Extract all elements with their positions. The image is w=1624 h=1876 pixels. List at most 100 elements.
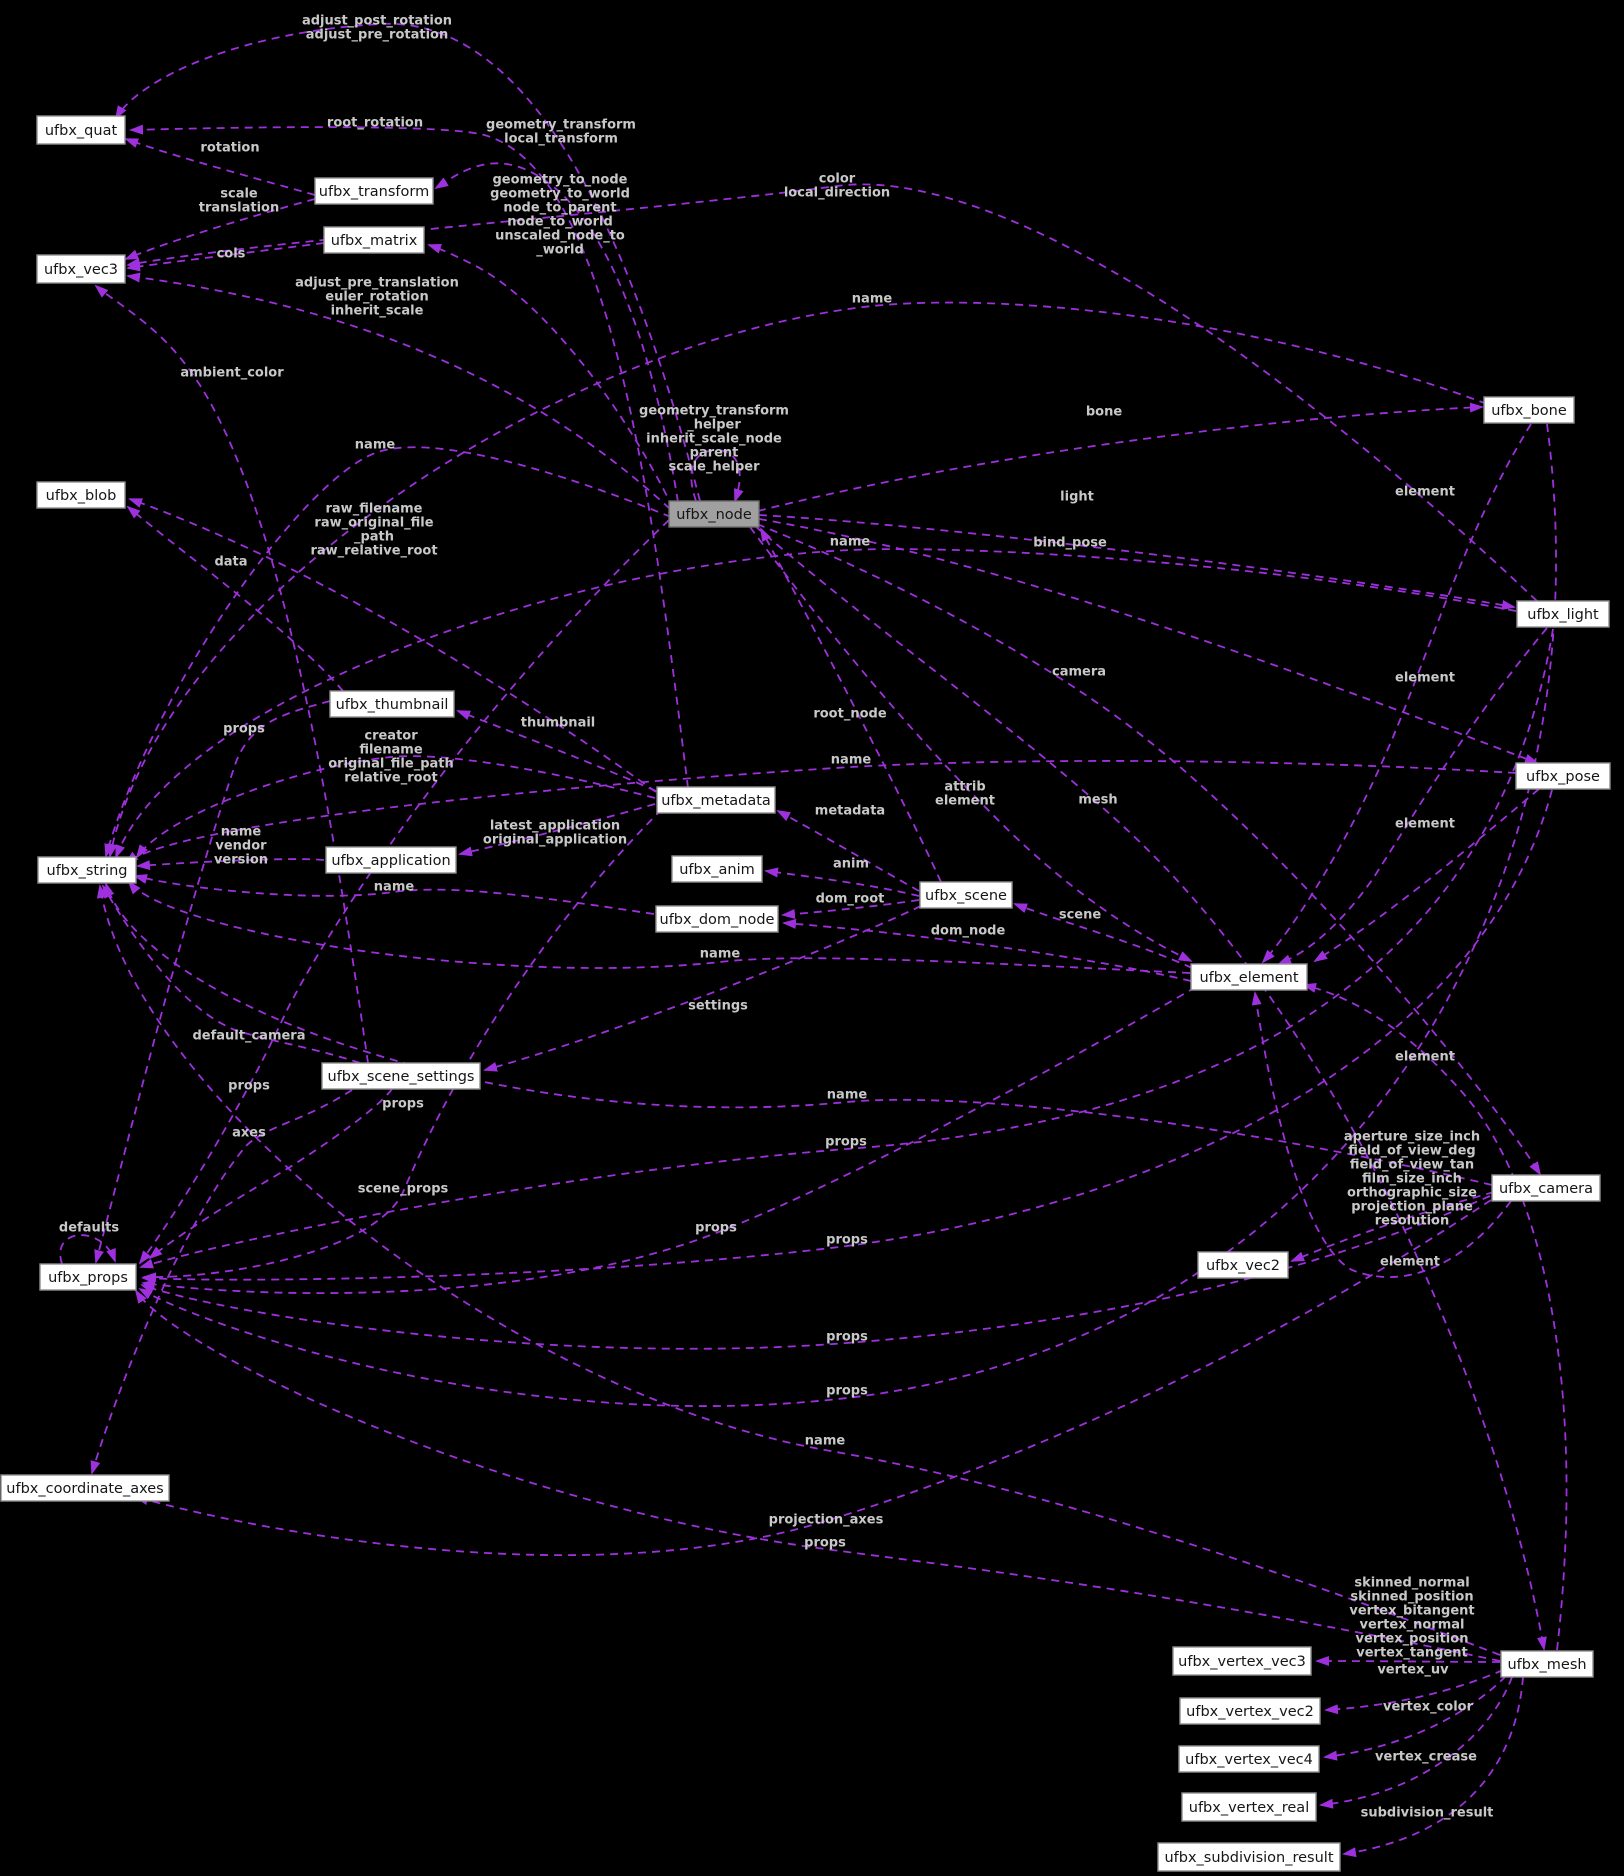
node-label-ufbx_camera: ufbx_camera <box>1499 1181 1593 1197</box>
node-label-ufbx_quat: ufbx_quat <box>45 123 118 139</box>
edge-label-name: name <box>355 438 396 453</box>
edge-ufbx_mesh-ufbx_element <box>1302 983 1568 1651</box>
node-box-ufbx_vec2 <box>1197 1251 1289 1279</box>
edge-label-name: name <box>700 947 741 962</box>
node-ufbx_metadata[interactable]: ufbx_metadata <box>656 786 776 814</box>
edge-ufbx_bone-ufbx_props <box>138 423 1557 1407</box>
edge-label-name: name <box>831 753 872 768</box>
node-ufbx_quat[interactable]: ufbx_quat <box>36 115 126 145</box>
edge-ufbx_node-ufbx_element <box>749 526 1193 962</box>
node-ufbx_application[interactable]: ufbx_application <box>325 846 457 874</box>
edge-ufbx_mesh-ufbx_string <box>96 884 1501 1656</box>
edge-label-dom_root: dom_root <box>816 892 885 907</box>
node-label-ufbx_matrix: ufbx_matrix <box>331 233 418 249</box>
node-ufbx_coordinate_axes[interactable]: ufbx_coordinate_axes <box>0 1474 170 1502</box>
node-ufbx_thumbnail[interactable]: ufbx_thumbnail <box>329 690 455 718</box>
node-ufbx_vec3[interactable]: ufbx_vec3 <box>36 254 126 284</box>
node-label-ufbx_metadata: ufbx_metadata <box>661 793 771 809</box>
node-label-ufbx_string: ufbx_string <box>47 863 128 879</box>
edge-label-props: props <box>804 1536 846 1551</box>
edge-ufbx_node-ufbx_string <box>104 446 672 858</box>
node-label-ufbx_application: ufbx_application <box>331 853 450 869</box>
node-label-ufbx_subdivision_result: ufbx_subdivision_result <box>1164 1850 1333 1866</box>
edge-ufbx_scene_settings-ufbx_props <box>148 1088 393 1260</box>
node-box-ufbx_element <box>1190 963 1308 991</box>
edge-ufbx_transform-ufbx_quat <box>124 138 316 196</box>
edge-label-props: props <box>825 1135 867 1150</box>
edge-ufbx_transform-ufbx_vec3 <box>124 198 316 260</box>
edge-ufbx_scene-ufbx_metadata <box>776 810 920 892</box>
edge-ufbx_element-ufbx_string <box>127 880 1191 974</box>
edge-ufbx_props-ufbx_props <box>59 1234 116 1265</box>
node-ufbx_scene_settings[interactable]: ufbx_scene_settings <box>321 1062 481 1090</box>
node-box-ufbx_vec3 <box>36 254 126 284</box>
edge-ufbx_camera-ufbx_coordinate_axes <box>134 1199 1492 1556</box>
node-ufbx_blob[interactable]: ufbx_blob <box>36 481 126 509</box>
node-ufbx_element[interactable]: ufbx_element <box>1190 963 1308 991</box>
node-box-ufbx_quat <box>36 115 126 145</box>
node-label-ufbx_transform: ufbx_transform <box>319 184 429 200</box>
node-box-ufbx_subdivision_result <box>1157 1842 1341 1872</box>
node-ufbx_vertex_vec4[interactable]: ufbx_vertex_vec4 <box>1178 1745 1320 1773</box>
edge-ufbx_node-ufbx_mesh <box>754 525 1547 1651</box>
edge-label-props: props <box>228 1079 270 1094</box>
edge-label-scene: scene <box>1059 908 1102 923</box>
edge-ufbx_mesh-ufbx_props <box>134 1289 1501 1662</box>
edge-ufbx_node-ufbx_quat <box>114 23 701 502</box>
node-box-ufbx_application <box>325 846 457 874</box>
edge-label-props: props <box>826 1330 868 1345</box>
node-ufbx_vertex_real[interactable]: ufbx_vertex_real <box>1181 1792 1317 1822</box>
node-box-ufbx_bone <box>1483 396 1575 424</box>
node-ufbx_vec2[interactable]: ufbx_vec2 <box>1197 1251 1289 1279</box>
node-box-ufbx_dom_node <box>655 905 779 933</box>
node-ufbx_camera[interactable]: ufbx_camera <box>1491 1174 1601 1202</box>
edge-ufbx_pose-ufbx_string <box>124 760 1517 865</box>
edge-ufbx_node-ufbx_camera <box>756 523 1542 1176</box>
edge-label-bind_pose: bind_pose <box>1033 536 1107 551</box>
edge-label-defaults: defaults <box>59 1221 119 1236</box>
node-ufbx_vertex_vec3[interactable]: ufbx_vertex_vec3 <box>1172 1646 1312 1676</box>
edge-label-props: props <box>382 1097 424 1112</box>
node-label-ufbx_blob: ufbx_blob <box>46 488 117 504</box>
node-box-ufbx_vertex_vec3 <box>1172 1646 1312 1676</box>
node-ufbx_string[interactable]: ufbx_string <box>37 856 137 884</box>
edge-ufbx_pose-ufbx_props <box>141 789 1553 1284</box>
edge-label-light: light <box>1060 490 1094 505</box>
edge-ufbx_scene-ufbx_dom_node <box>781 899 920 920</box>
node-ufbx_pose[interactable]: ufbx_pose <box>1515 762 1611 790</box>
edge-ufbx_mesh-ufbx_subdivision_result <box>1342 1676 1524 1858</box>
node-ufbx_light[interactable]: ufbx_light <box>1516 600 1610 628</box>
edge-ufbx_thumbnail-ufbx_props <box>94 700 331 1264</box>
edge-ufbx_bone-ufbx_element <box>1261 423 1532 964</box>
node-ufbx_mesh[interactable]: ufbx_mesh <box>1500 1650 1594 1678</box>
edge-label-vertex_color: vertex_color <box>1383 1700 1474 1715</box>
node-ufbx_transform[interactable]: ufbx_transform <box>314 177 434 205</box>
node-ufbx_vertex_vec2[interactable]: ufbx_vertex_vec2 <box>1179 1697 1321 1725</box>
node-label-ufbx_vertex_real: ufbx_vertex_real <box>1189 1800 1309 1816</box>
edge-label-dom_node: dom_node <box>931 924 1006 939</box>
node-box-ufbx_light <box>1516 600 1610 628</box>
edge-label-thumbnail: thumbnail <box>521 716 596 731</box>
node-ufbx_matrix[interactable]: ufbx_matrix <box>323 226 425 254</box>
node-ufbx_dom_node[interactable]: ufbx_dom_node <box>655 905 779 933</box>
node-ufbx_bone[interactable]: ufbx_bone <box>1483 396 1575 424</box>
node-ufbx_scene[interactable]: ufbx_scene <box>919 881 1013 909</box>
node-ufbx_props[interactable]: ufbx_props <box>39 1263 137 1291</box>
edge-label-projection_axes: projection_axes <box>769 1513 884 1528</box>
edge-label-bone: bone <box>1086 405 1122 420</box>
node-label-ufbx_scene_settings: ufbx_scene_settings <box>328 1069 475 1085</box>
edge-ufbx_scene_settings-ufbx_coordinate_axes <box>90 1089 353 1475</box>
node-ufbx_subdivision_result[interactable]: ufbx_subdivision_result <box>1157 1842 1341 1872</box>
edge-ufbx_node-ufbx_props <box>138 519 670 1265</box>
edge-label-name: name <box>830 535 871 550</box>
node-ufbx_anim[interactable]: ufbx_anim <box>671 855 763 883</box>
edge-label-props: props <box>695 1221 737 1236</box>
edge-ufbx_camera-ufbx_props <box>140 1195 1491 1350</box>
